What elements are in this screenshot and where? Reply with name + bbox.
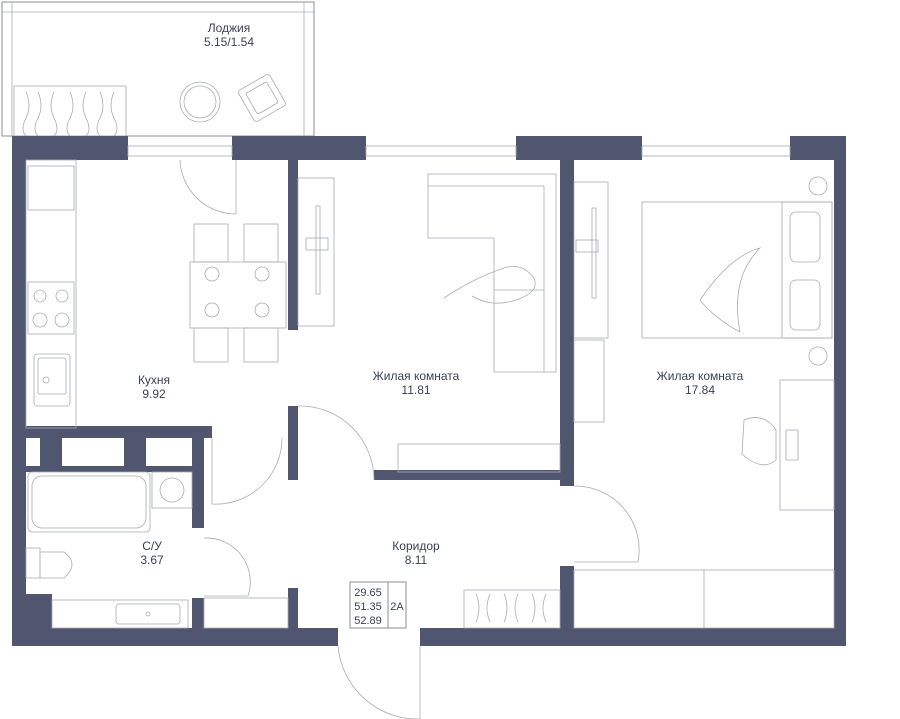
summary-area-1: 29.65 <box>354 587 382 599</box>
apartment-type: 2А <box>390 601 404 613</box>
loggia-name: Лоджия <box>208 21 251 35</box>
walls <box>12 136 846 646</box>
bathroom-area: 3.67 <box>140 553 164 567</box>
loggia-area: 5.15/1.54 <box>204 35 254 49</box>
living-small-area: 11.81 <box>401 383 430 397</box>
loggia-table <box>179 81 221 123</box>
living-large-area: 17.84 <box>685 383 715 397</box>
corridor-area: 8.11 <box>405 553 428 567</box>
living-large-furniture <box>573 176 835 629</box>
living-small-name: Жилая комната <box>373 369 460 383</box>
loggia <box>1 1 315 137</box>
summary-area-2: 51.35 <box>354 601 382 613</box>
area-summary: 29.65 51.35 52.89 2А <box>349 581 407 629</box>
living-large-name: Жилая комната <box>657 369 744 383</box>
summary-area-3: 52.89 <box>354 615 382 627</box>
doors <box>179 159 640 719</box>
corridor-name: Коридор <box>392 539 440 553</box>
living-small-furniture <box>297 173 561 473</box>
kitchen-furniture <box>25 159 287 429</box>
bathroom-furniture <box>25 471 193 629</box>
loggia-armchair <box>238 74 286 122</box>
kitchen-area: 9.92 <box>142 387 166 401</box>
loggia-rack <box>13 85 127 137</box>
bathroom-name: С/У <box>142 539 162 553</box>
kitchen-name: Кухня <box>138 373 170 387</box>
room-labels: Лоджия 5.15/1.54 Кухня 9.92 Жилая комнат… <box>138 21 744 567</box>
corridor-furniture <box>203 589 561 629</box>
